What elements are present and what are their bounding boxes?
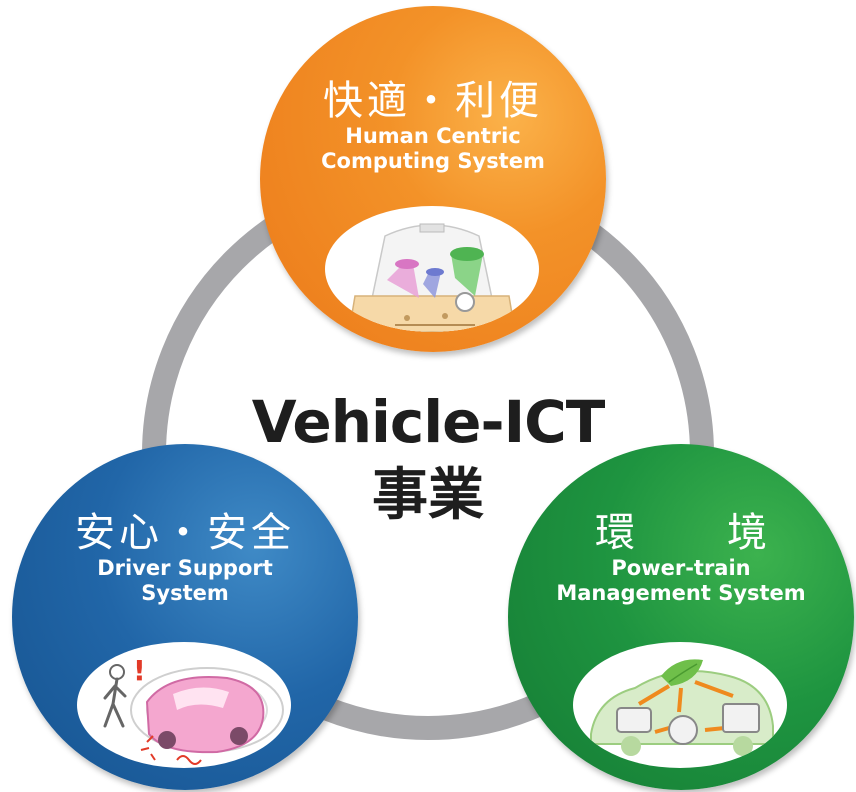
segment-comfort: 快適・利便 Human Centric Computing System [260,6,606,352]
pedestrian-car-illustration: ! [77,642,291,768]
segment-environment-title-en: Power-train Management System [508,556,854,606]
segment-safety-en-line1: Driver Support [97,556,273,580]
svg-text:!: ! [133,654,146,687]
center-title-jp: 事業 [372,463,484,528]
segment-safety: 安心・安全 Driver Support System ! [12,444,358,790]
segment-safety-title-en: Driver Support System [12,556,358,606]
car-interior-icon [348,223,516,332]
segment-safety-title-jp: 安心・安全 [75,510,295,556]
segment-environment-jp-left: 環 [595,510,635,556]
segment-comfort-title-en: Human Centric Computing System [260,124,606,174]
segment-safety-en-line2: System [141,581,229,605]
segment-comfort-en-line1: Human Centric [345,124,521,148]
segment-comfort-title-jp: 快適・利便 [323,78,543,124]
segment-environment-jp-right: 境 [727,510,767,556]
segment-environment-en-line2: Management System [556,581,806,605]
powertrain-illustration [573,642,787,768]
segment-environment: 環境 Power-train Management System [508,444,854,790]
segment-environment-en-line1: Power-train [611,556,751,580]
segment-comfort-en-line2: Computing System [321,149,545,173]
segment-environment-title-jp: 環境 [508,500,854,558]
car-interior-illustration [325,206,539,332]
center-title-en: Vehicle-ICT [251,388,606,456]
powertrain-eco-icon [590,659,774,756]
pedestrian-warning-icon: ! [103,654,284,765]
